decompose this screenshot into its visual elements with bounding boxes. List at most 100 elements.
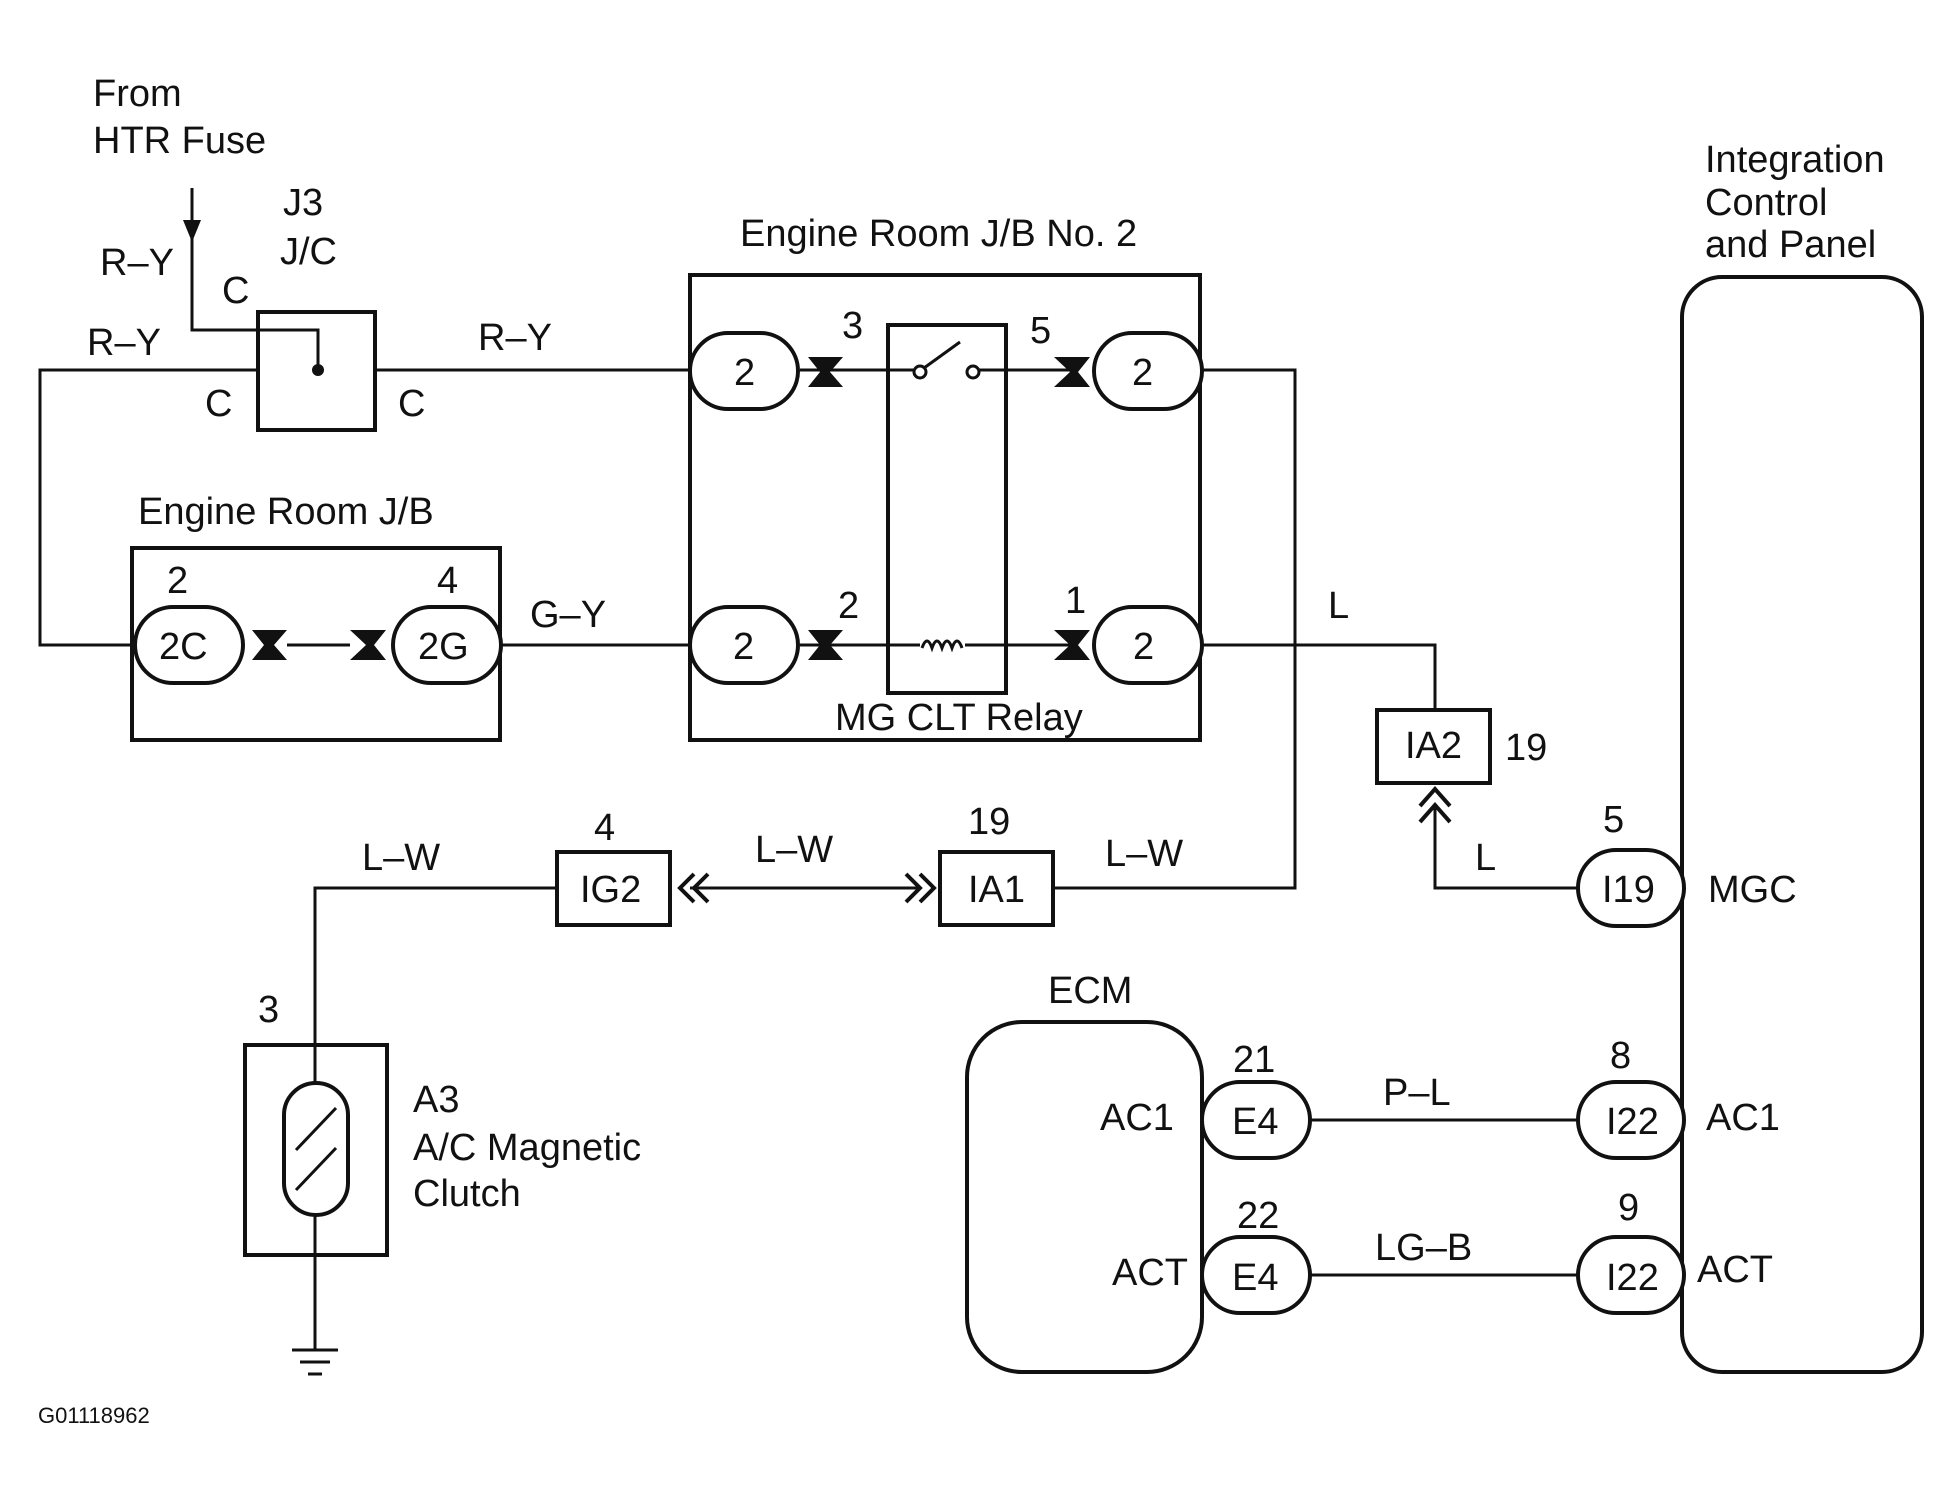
- i22-top-pin: 8: [1610, 1035, 1631, 1077]
- relay-switch-contact-b-icon: [965, 364, 981, 380]
- jb-connector-2g-label: 2G: [418, 626, 469, 668]
- j3-junction-connector: J3 J/C C C C: [205, 182, 425, 432]
- ecm: ECM AC1 ACT 21 E4 22 E4: [965, 970, 1312, 1374]
- ecm-e4-top-pin: 21: [1233, 1039, 1275, 1081]
- engine-room-jb2: Engine Room J/B No. 2 MG CLT Relay 2 2 2…: [688, 213, 1204, 742]
- ig2-box: [555, 850, 672, 927]
- ground-icon: [292, 1348, 338, 1376]
- feed-arrow-icon: [183, 220, 201, 242]
- jb2-connector-bottom-right-label: 2: [1133, 626, 1154, 668]
- ia2-arrow-icon: [1418, 785, 1452, 824]
- jb-pin-right: 4: [437, 560, 458, 602]
- i19-label: I19: [1602, 869, 1655, 911]
- i22-bot-pill: [1576, 1235, 1686, 1315]
- i22-top-pill: [1576, 1080, 1686, 1160]
- jb-connector-2g: [391, 605, 503, 685]
- icp-title-line3: and Panel: [1705, 224, 1876, 266]
- clutch-label-line2: A/C Magnetic: [413, 1127, 641, 1169]
- wire-ia2-to-i19: [1433, 808, 1578, 890]
- relay-switch-blade-icon: [923, 340, 961, 370]
- clutch-switch-icon: [294, 1106, 338, 1192]
- ac-magnetic-clutch: 3 A3 A/C Magnetic Clutch: [243, 989, 641, 1376]
- jb2-box: [688, 273, 1202, 742]
- engine-room-jb: Engine Room J/B 2 4 2C 2G: [130, 491, 503, 742]
- ecm-term-act: ACT: [1112, 1252, 1188, 1294]
- ia2-label: IA2: [1405, 725, 1462, 767]
- wire-relay-to-ia1: [1055, 368, 1297, 890]
- jb2-pin-3: 3: [842, 305, 863, 347]
- ecm-box: [965, 1020, 1204, 1374]
- i19-pin: 5: [1603, 799, 1624, 841]
- i22-bot-pin: 9: [1618, 1187, 1639, 1229]
- jb2-arrow-top-left-icon: [808, 357, 843, 387]
- i19-pill: [1576, 848, 1686, 928]
- j3-type: J/C: [280, 231, 337, 273]
- ia1-pin: 19: [968, 801, 1010, 843]
- relay-label: MG CLT Relay: [835, 697, 1083, 739]
- j3-pin-top: C: [222, 270, 249, 312]
- wire-label-to-jb2: R–Y: [478, 317, 552, 359]
- clutch-label-line3: Clutch: [413, 1173, 521, 1215]
- ecm-e4-top-pill: [1200, 1080, 1312, 1160]
- wire-left-loop: [38, 368, 258, 647]
- wire-label-act: LG–B: [1375, 1227, 1472, 1269]
- ecm-e4-top-label: E4: [1232, 1101, 1278, 1143]
- ia1-box: [938, 850, 1055, 927]
- jb2-connector-bottom-left-label: 2: [733, 626, 754, 668]
- wire-label-ig2-ia1: L–W: [755, 829, 833, 871]
- ecm-e4-bot-pill: [1200, 1235, 1312, 1315]
- relay-box: [886, 323, 1008, 695]
- ia1-arrow-icon: [904, 872, 937, 904]
- icp-title-line1: Integration: [1705, 139, 1885, 181]
- j3-pin-left: C: [205, 383, 232, 425]
- wire-label-ia2-to-i19: L: [1475, 837, 1496, 879]
- jb2-connector-top-right: [1092, 331, 1204, 411]
- clutch-symbol-icon: [282, 1081, 350, 1217]
- clutch-box: [243, 1043, 389, 1257]
- i22-bot-label: I22: [1606, 1257, 1659, 1299]
- jb2-pin-5: 5: [1030, 310, 1051, 352]
- jb-arrow-left-icon: [252, 630, 287, 660]
- i19-connector: 5 I19: [1576, 799, 1686, 928]
- jb-arrow-right-icon: [350, 630, 386, 660]
- wire-label-ac1: P–L: [1383, 1072, 1451, 1114]
- i22-top-label: I22: [1606, 1101, 1659, 1143]
- ia1-label: IA1: [968, 869, 1025, 911]
- i22-connectors: 8 I22 9 I22: [1576, 1035, 1686, 1315]
- integration-control-panel: Integration Control and Panel MGC AC1 AC…: [1680, 139, 1924, 1374]
- ig2-pin: 4: [594, 807, 615, 849]
- clutch-pin: 3: [258, 989, 279, 1031]
- ecm-title: ECM: [1048, 970, 1132, 1012]
- figure-id: G01118962: [38, 1403, 150, 1428]
- source-label-line1: From: [93, 73, 182, 115]
- jb2-connector-bottom-left: [688, 605, 800, 685]
- jb-title: Engine Room J/B: [138, 491, 434, 533]
- jb2-arrow-top-right-icon: [1054, 357, 1090, 387]
- source-label-line2: HTR Fuse: [93, 120, 266, 162]
- icp-term-act: ACT: [1697, 1249, 1773, 1291]
- relay-coil-icon: [920, 639, 964, 653]
- ecm-e4-bot-label: E4: [1232, 1257, 1278, 1299]
- jb-connector-2c-label: 2C: [159, 626, 208, 668]
- ia2-connector: IA2 19: [1375, 708, 1547, 824]
- wire-label-relay-to-ia2: L: [1328, 585, 1349, 627]
- ia1-connector: 19 IA1: [904, 801, 1055, 927]
- ig2-label: IG2: [580, 869, 641, 911]
- jb-connector-2c: [133, 605, 245, 685]
- wire-label-feed: R–Y: [100, 242, 174, 284]
- j3-box: [256, 310, 377, 432]
- wire-label-clutch-feed: L–W: [362, 837, 440, 879]
- j3-pin-right: C: [398, 383, 425, 425]
- icp-term-mgc: MGC: [1708, 869, 1797, 911]
- icp-term-ac1: AC1: [1706, 1097, 1780, 1139]
- jb2-pin-2: 2: [838, 585, 859, 627]
- ig2-connector: 4 IG2: [555, 807, 710, 927]
- jb2-connector-top-right-label: 2: [1132, 352, 1153, 394]
- ia2-pin: 19: [1505, 727, 1547, 769]
- ia2-box: [1375, 708, 1492, 785]
- jb2-title: Engine Room J/B No. 2: [740, 213, 1137, 255]
- j3-name: J3: [283, 182, 323, 224]
- relay-switch-contact-a-icon: [912, 364, 928, 380]
- ecm-term-ac1: AC1: [1100, 1097, 1174, 1139]
